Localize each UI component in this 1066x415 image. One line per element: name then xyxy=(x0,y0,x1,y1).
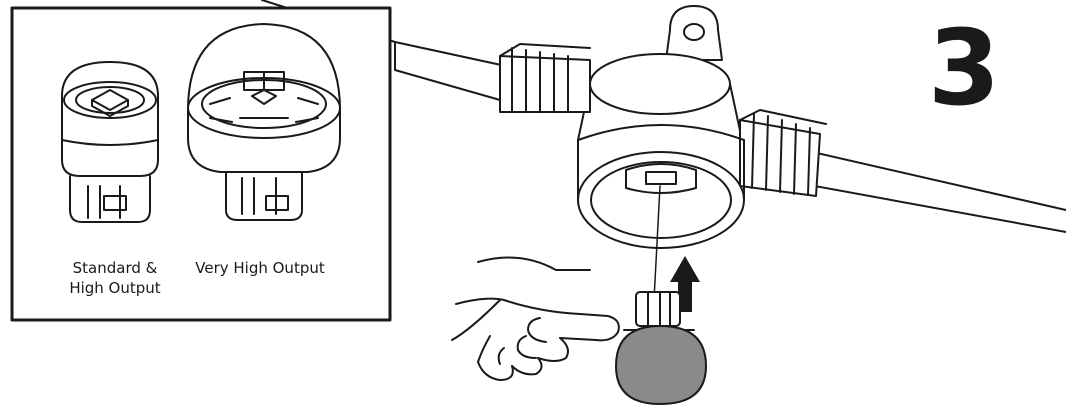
string-light-socket-icon xyxy=(499,5,827,249)
very-high-output-label: Very High Output xyxy=(195,259,325,277)
standard-bulb-label: Standard & High Output xyxy=(40,258,190,298)
standard-bulb-label-line2: High Output xyxy=(69,279,161,297)
alignment-guide-line xyxy=(653,185,661,301)
very-high-output-bulb-icon xyxy=(187,23,341,221)
standard-bulb-icon xyxy=(61,61,159,223)
hand-icon xyxy=(451,256,620,381)
standard-bulb-label-line1: Standard & xyxy=(72,259,158,277)
bulb-lens-icon xyxy=(615,291,707,405)
step-number: 3 xyxy=(927,7,1000,129)
up-arrow-icon xyxy=(670,256,700,312)
